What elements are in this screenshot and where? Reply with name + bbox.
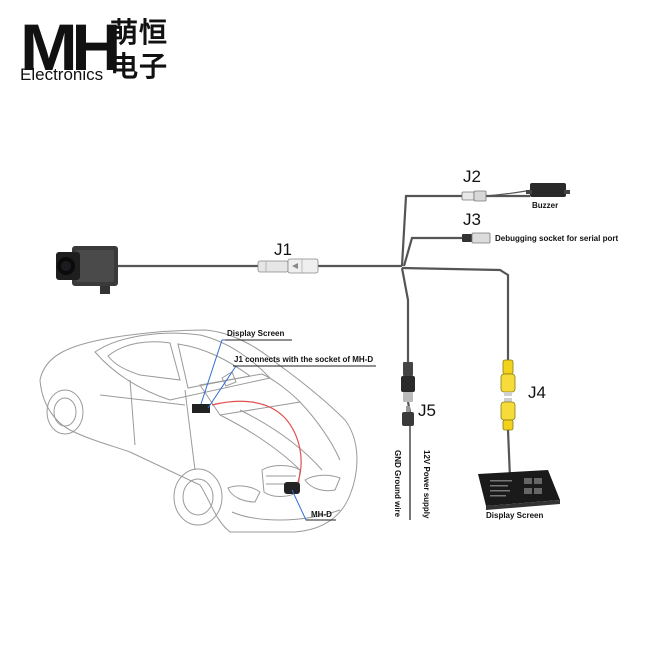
- label-j1: J1: [274, 240, 292, 259]
- display-screen-device: [478, 470, 560, 510]
- label-debug-socket: Debugging socket for serial port: [495, 234, 618, 243]
- logo-chinese-top: 萌恒: [110, 16, 169, 49]
- label-j2: J2: [463, 167, 481, 186]
- logo-mark: MH: [20, 10, 121, 84]
- car-display-module: [192, 404, 210, 413]
- car-mhd-camera: [284, 482, 300, 494]
- label-buzzer: Buzzer: [532, 201, 558, 210]
- label-ground-wire: GND Ground wire: [393, 450, 402, 518]
- label-j5: J5: [418, 401, 436, 420]
- car-illustration: [39, 329, 358, 533]
- j2-connector: [461, 190, 487, 202]
- label-mhd: MH-D: [311, 510, 332, 519]
- j3-connector: [462, 232, 491, 244]
- wire-harness: [118, 194, 530, 479]
- label-j1-connects: J1 connects with the socket of MH-D: [234, 355, 373, 364]
- label-display-screen-car: Display Screen: [227, 329, 284, 338]
- label-power-supply: 12V Power supply: [422, 450, 431, 519]
- thermal-camera: [56, 246, 118, 294]
- j5-connector: [401, 362, 415, 426]
- logo-chinese-bottom: 电子: [110, 50, 169, 83]
- logo-english: Electronics: [20, 65, 104, 84]
- car-callout-underlines: [225, 339, 376, 521]
- buzzer-device: [526, 183, 570, 197]
- j4-connector: [500, 359, 516, 431]
- j1-connector: [257, 258, 319, 274]
- label-display-screen-device: Display Screen: [486, 511, 543, 520]
- car-cable-line: [211, 400, 302, 483]
- label-j4: J4: [528, 383, 546, 402]
- label-j3: J3: [463, 210, 481, 229]
